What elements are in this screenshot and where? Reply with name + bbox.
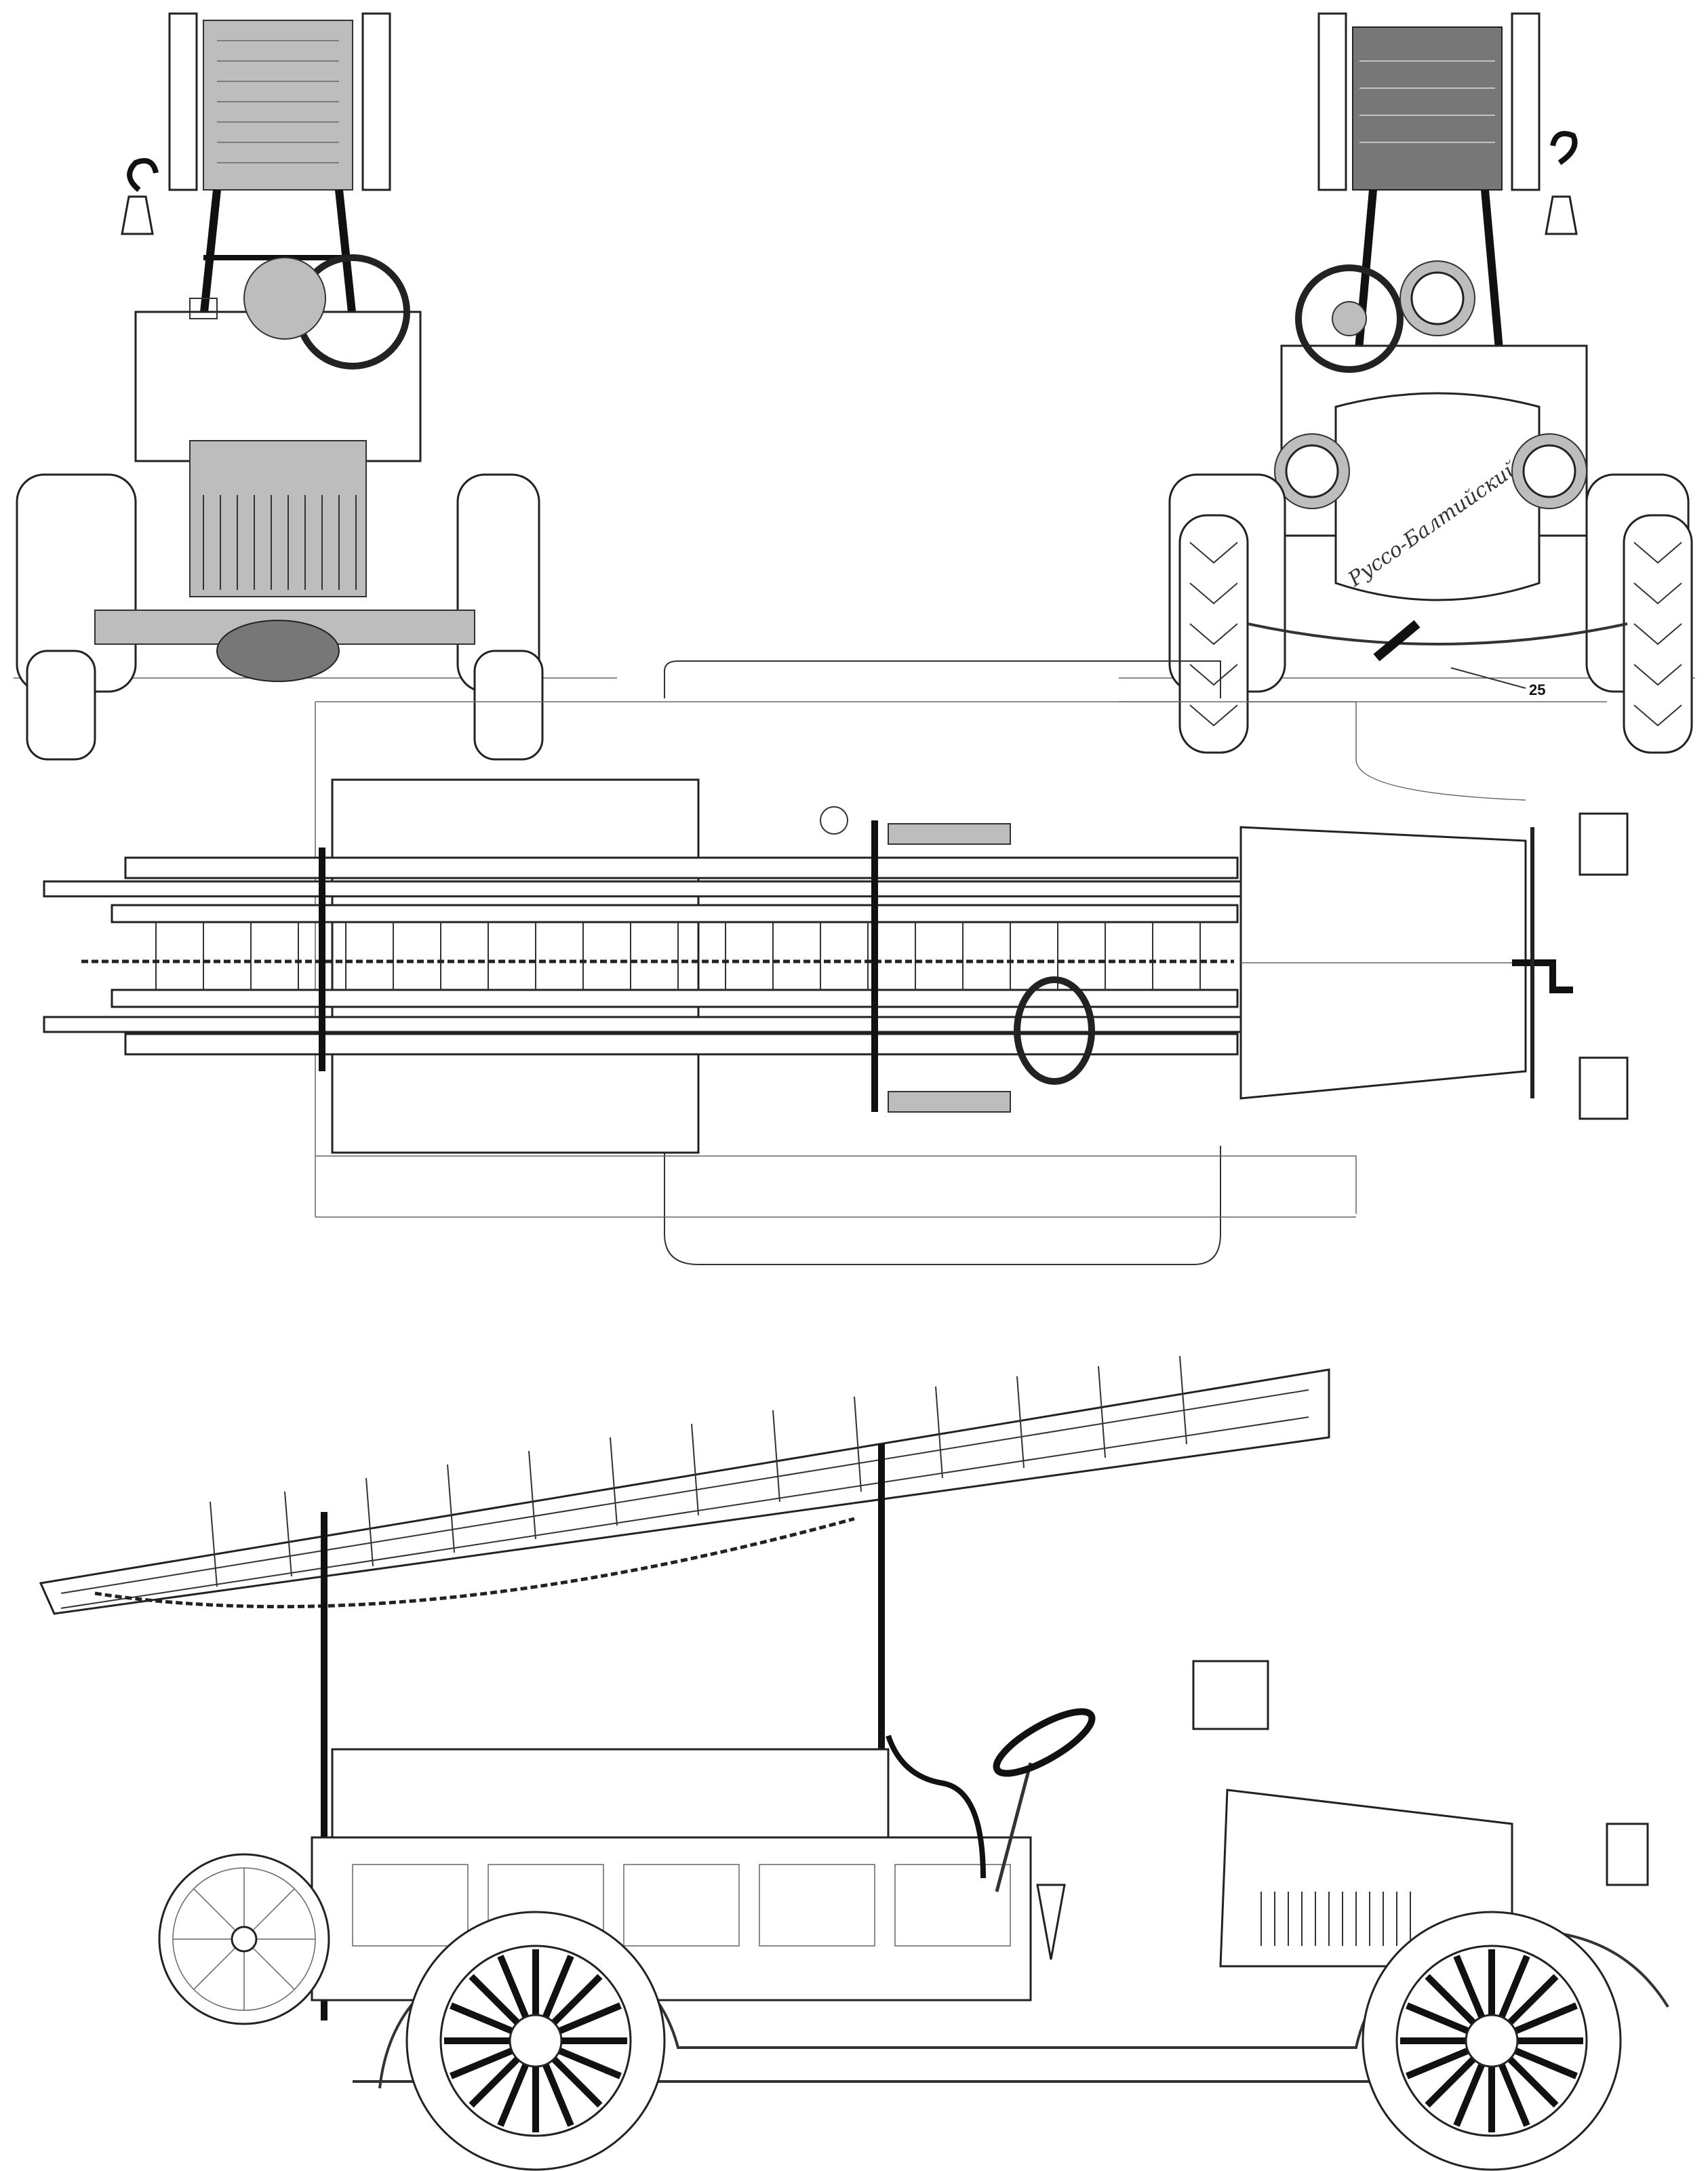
side-view (39, 1355, 1669, 2171)
top-view (43, 660, 1629, 1265)
callout-label: 25 (1529, 681, 1545, 698)
front-view: Руссо-Балтийский 25 (1119, 12, 1695, 754)
rear-view (14, 12, 617, 761)
